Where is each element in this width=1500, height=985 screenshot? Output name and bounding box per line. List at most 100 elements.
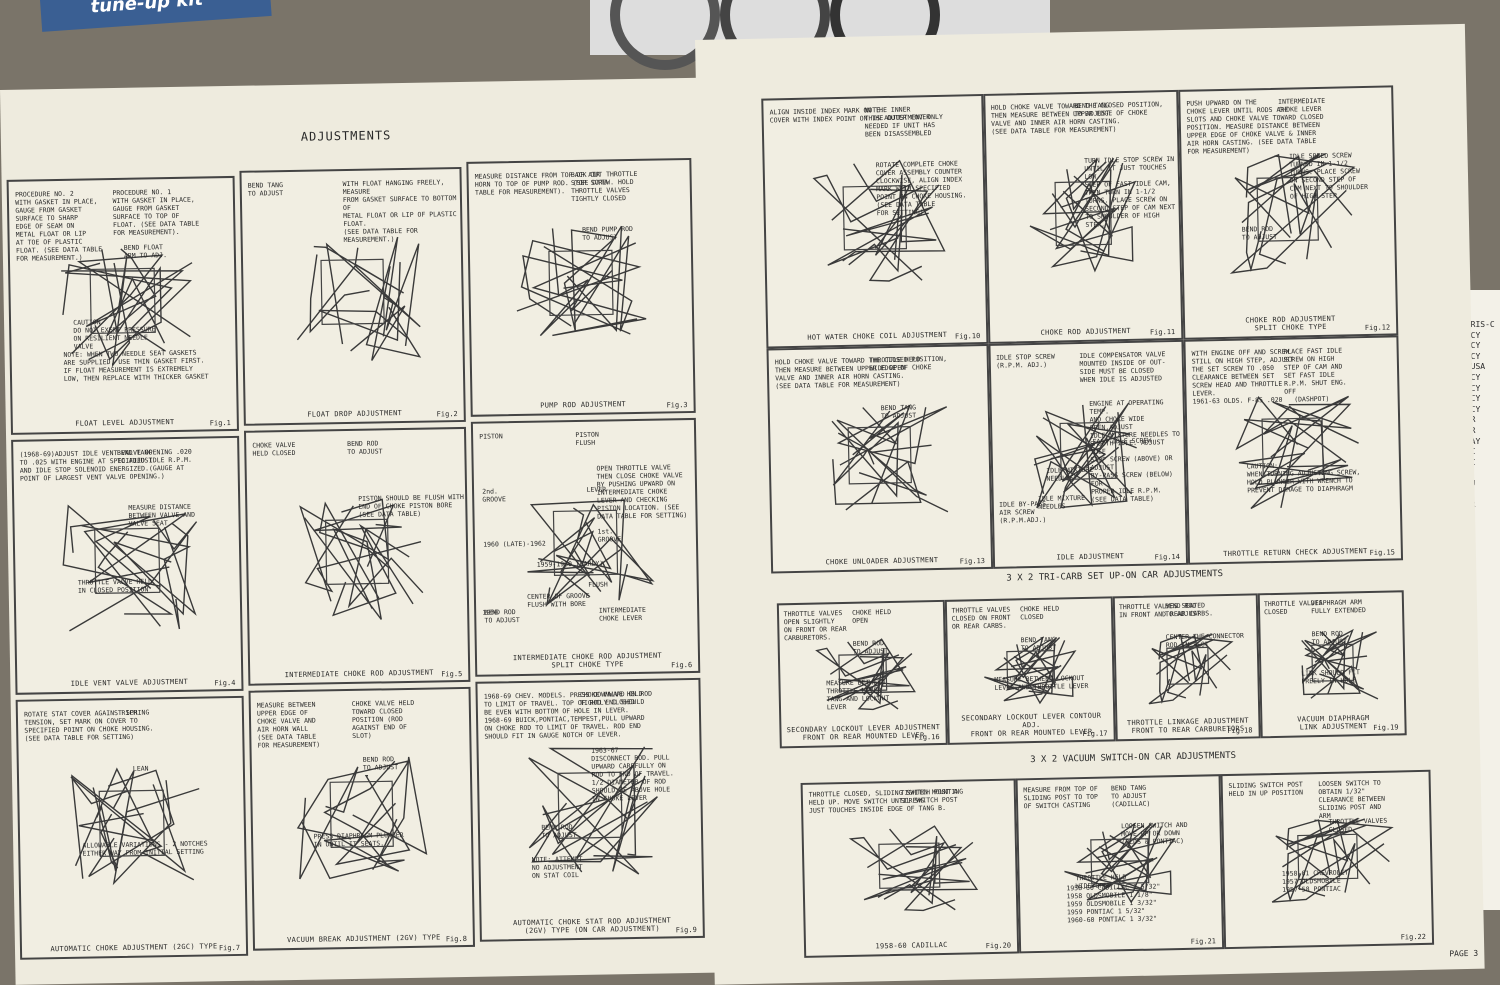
panel-note: IDLE SPEED SCREW TURNED IN 1-1/2 TURNS. … bbox=[1288, 150, 1369, 201]
panel-note: IDLE COMPENSATOR VALVE MOUNTED INSIDE OF… bbox=[1079, 349, 1166, 384]
diagram-line bbox=[857, 655, 905, 711]
panel-note: HOLD CHOKE VALVE TOWARD THE CLOSED POSIT… bbox=[774, 354, 948, 390]
panel-note: NOTE: THIS ADJUSTMENT ONLY NEEDED IF UNI… bbox=[864, 106, 943, 139]
diagram-illustration bbox=[296, 236, 422, 361]
panel-note: CENTER THE CONNECTOR ROD IN SLOT bbox=[1165, 631, 1244, 650]
panel-note: BEND TANG TO ADJUST bbox=[880, 403, 917, 421]
panel-note: FAST IDLE SCREW bbox=[1092, 436, 1152, 446]
diagram-body bbox=[94, 527, 161, 595]
diagram-line bbox=[1297, 829, 1390, 897]
panel-note: THROTTLE VALVES CLOSED ON FRONT OR REAR … bbox=[951, 605, 1011, 631]
diagram-line bbox=[1034, 423, 1133, 495]
diagram-line bbox=[352, 756, 428, 870]
right-instruction-sheet: ALIGN INSIDE INDEX MARK ON THE INNER COV… bbox=[695, 23, 1485, 985]
figure-number: Fig.19 bbox=[1373, 723, 1399, 732]
diagram-line bbox=[551, 775, 648, 856]
figure-number: Fig.4 bbox=[214, 678, 236, 688]
figure-number: Fig.1 bbox=[209, 419, 231, 428]
panel-note: INTERMEDIATE CHOKE LEVER bbox=[598, 605, 646, 623]
diagram-line bbox=[863, 857, 967, 901]
side-data-line: CHRIS-C bbox=[1461, 320, 1495, 329]
panel-fig3: MEASURE DISTANCE FROM TOP OF AIR HORN TO… bbox=[466, 157, 696, 417]
panel-note: FLUSH bbox=[588, 580, 608, 590]
panel-note: INTERMEDIATE CHOKE LEVER bbox=[1278, 97, 1326, 115]
diagram-line bbox=[1235, 395, 1347, 464]
diagram-body bbox=[838, 653, 888, 692]
diagram-line bbox=[827, 206, 933, 266]
panel-note: BEND ROD TO ADJUST bbox=[541, 822, 577, 840]
diagram-line bbox=[318, 262, 408, 342]
diagram-line bbox=[1238, 452, 1353, 486]
diagram-illustration bbox=[62, 504, 198, 632]
panel-fig12: PUSH UPWARD ON THE CHOKE LEVER UNTIL ROD… bbox=[1178, 85, 1399, 340]
diagram-line bbox=[1049, 162, 1124, 268]
diagram-illustration bbox=[1033, 402, 1137, 509]
diagram-line bbox=[332, 523, 410, 617]
figure-number: Fig.18 bbox=[1227, 726, 1253, 736]
figure-number: Fig.16 bbox=[914, 733, 940, 742]
diagram-line bbox=[1054, 158, 1134, 262]
figure-number: Fig.2 bbox=[436, 410, 458, 419]
diagram-line bbox=[1041, 157, 1116, 215]
diagram-line bbox=[1051, 157, 1115, 229]
diagram-line bbox=[88, 769, 175, 878]
panel-note: BEND ROD TO ADJUST bbox=[347, 438, 383, 456]
panel-note: CHOKE VALVE HELD TIGHTLY CLOSED bbox=[579, 689, 643, 707]
panel-note: BEND ROD TO ADJUST bbox=[1241, 225, 1278, 242]
panel-note: MEASURE BETWEEN THROTTLE LEVER TANG AND … bbox=[826, 678, 890, 712]
diagram-line bbox=[70, 776, 187, 874]
figure-number: Fig.14 bbox=[1154, 552, 1181, 562]
panel-note: PROCEDURE NO. 1 WITH GASKET IN PLACE, GA… bbox=[112, 187, 200, 237]
diagram-line bbox=[71, 254, 191, 355]
panel-fig14: IDLE STOP SCREW (R.P.M. ADJ.)IDLE COMPEN… bbox=[988, 339, 1189, 569]
panel-fig15: WITH ENGINE OFF AND SCREW STILL ON HIGH … bbox=[1183, 335, 1404, 565]
diagram-line bbox=[853, 163, 940, 256]
diagram-line bbox=[826, 666, 907, 702]
diagram-line bbox=[831, 420, 899, 498]
diagram-line bbox=[1301, 665, 1361, 699]
panel-note: CHOKE HELD CLOSED bbox=[1019, 604, 1060, 622]
panel-note: BEND TANG TO ADJUST bbox=[247, 180, 284, 198]
panel-note: LOOSEN SWITCH AND MOVE UP OR DOWN (OLDS … bbox=[1120, 820, 1188, 846]
diagram-line bbox=[1293, 183, 1333, 260]
diagram-line bbox=[303, 517, 382, 620]
diagram-line bbox=[1098, 839, 1152, 890]
diagram-line bbox=[61, 270, 185, 344]
diagram-line bbox=[516, 239, 642, 335]
diagram-line bbox=[1191, 650, 1218, 696]
diagram-line bbox=[522, 254, 623, 327]
panel-note: BEND PUMP ROD TO ADJUST bbox=[581, 224, 633, 242]
panel-fig1: PROCEDURE NO. 2 WITH GASKET IN PLACE, GA… bbox=[6, 175, 239, 435]
diagram-line bbox=[848, 836, 957, 911]
diagram-line bbox=[1262, 398, 1345, 508]
adjustments-heading: ADJUSTMENTS bbox=[300, 128, 392, 144]
diagram-line bbox=[69, 515, 152, 589]
diagram-line bbox=[65, 262, 192, 361]
panel-note: BACK OUT THROTTLE STOP SCREW. HOLD THROT… bbox=[570, 169, 638, 203]
panel-note: CHOKE HELD OPEN bbox=[851, 607, 892, 625]
panel-note: TURN IDLE STOP SCREW IN UNTIL IT JUST TO… bbox=[1084, 154, 1176, 229]
panel-note: NOTE: WHEN TWO NEEDLE SEAT GASKETS ARE S… bbox=[63, 348, 209, 383]
diagram-line bbox=[1271, 819, 1394, 903]
diagram-line bbox=[1062, 182, 1113, 253]
panel-fig13: HOLD CHOKE VALVE TOWARD THE CLOSED POSIT… bbox=[766, 343, 994, 574]
diagram-body bbox=[1311, 643, 1355, 682]
diagram-body bbox=[548, 249, 614, 317]
figure-number: Fig.5 bbox=[441, 670, 463, 679]
panel-note: BEND TANG TO ADJUST (CADILLAC) bbox=[1110, 783, 1151, 809]
figure-number: Fig.15 bbox=[1369, 548, 1395, 557]
diagram-line bbox=[539, 228, 589, 337]
vacuum-heading: 3 X 2 VACUUM SWITCH-ON CAR ADJUSTMENTS bbox=[1030, 750, 1237, 766]
diagram-illustration bbox=[1029, 157, 1137, 273]
diagram-line bbox=[842, 669, 885, 705]
diagram-line bbox=[993, 636, 1059, 671]
diagram-line bbox=[1089, 823, 1172, 896]
panel-note: RICH bbox=[121, 708, 138, 717]
diagram-line bbox=[62, 263, 173, 352]
diagram-line bbox=[1029, 169, 1120, 257]
panel-note: 1963-67 DISCONNECT ROD. PULL UPWARD CARE… bbox=[591, 746, 674, 803]
panel-note: IDLE BY-PASS AIR SCREW (R.P.M.ADJ.) bbox=[999, 499, 1047, 525]
panel-note: WITH ENGINE OFF AND SCREW STILL ON HIGH … bbox=[1191, 347, 1294, 406]
